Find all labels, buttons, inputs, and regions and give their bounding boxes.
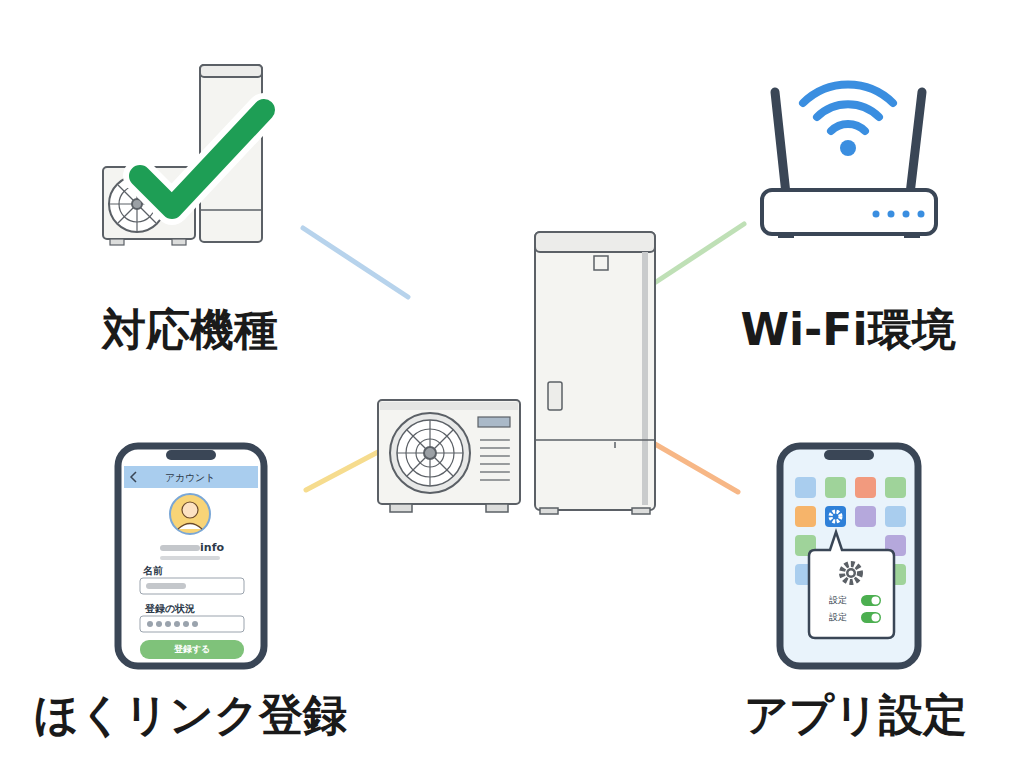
leader-line <box>303 228 408 297</box>
account-phone <box>118 446 264 666</box>
leader-lines <box>303 224 744 492</box>
settings-phone <box>780 446 918 666</box>
toggle-label: 設定 <box>829 596 847 606</box>
topic-heading: ほくリンク登録 <box>22 690 358 740</box>
central-unit <box>378 232 655 514</box>
topic-circle: Wi-Fi環境 <box>680 20 1016 362</box>
circle-fill <box>60 425 320 685</box>
topic-heading: 対応機種 <box>22 305 358 355</box>
circle-fill <box>718 20 978 280</box>
field-label: 名前 <box>143 565 163 576</box>
screen-title: アカウント <box>165 472 215 483</box>
leader-line <box>656 224 744 282</box>
circle-fill <box>60 20 320 280</box>
circle-fill <box>718 425 978 685</box>
button-label: 登録する <box>174 645 210 655</box>
topic-circle: アプリ設定 <box>680 425 1016 747</box>
toggle-label: 設定 <box>829 613 847 623</box>
leader-line <box>655 444 738 492</box>
topic-heading: Wi-Fi環境 <box>680 305 1016 355</box>
circle-outline <box>718 425 978 685</box>
topic-circle: 対応機種 <box>22 20 358 362</box>
topic-heading: アプリ設定 <box>687 690 1023 740</box>
router-icon <box>762 85 936 238</box>
account-name: info <box>200 542 224 554</box>
circle-outline <box>718 20 978 280</box>
leader-line <box>306 452 378 490</box>
field-label: 登録の状況 <box>145 603 195 614</box>
circle-outline <box>60 20 320 280</box>
model-icon <box>103 65 264 245</box>
